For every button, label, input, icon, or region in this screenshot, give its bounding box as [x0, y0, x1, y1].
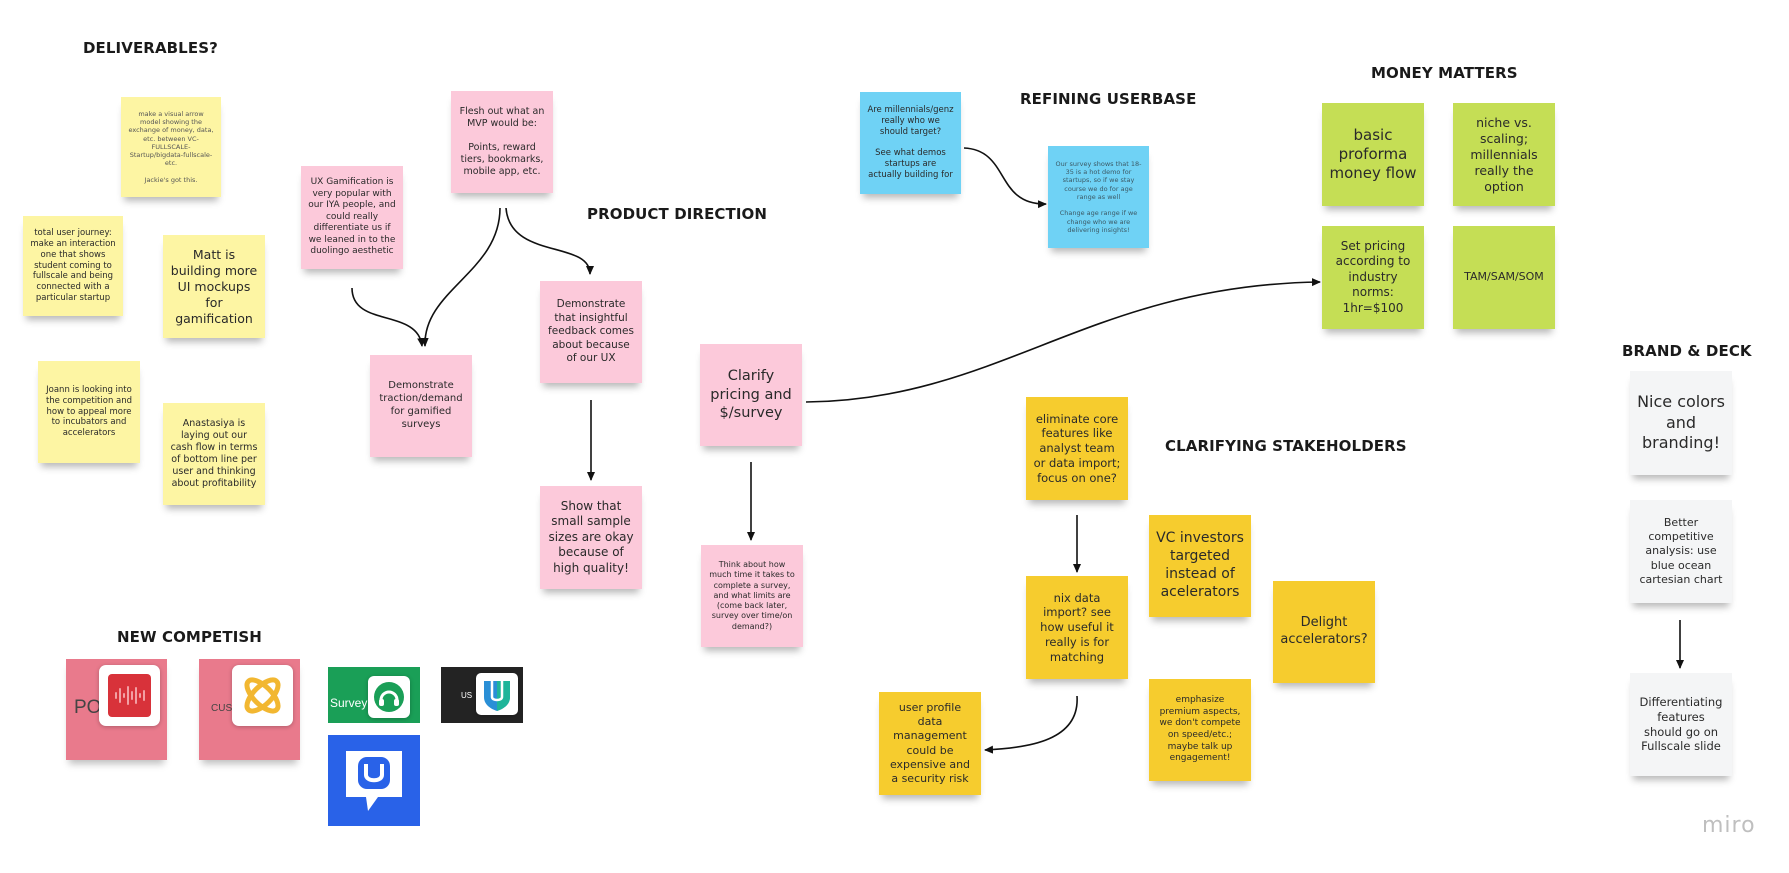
heading-money-matters: MONEY MATTERS	[1371, 64, 1518, 82]
sticky-note-mvp[interactable]: Flesh out what an MVP would be: Points, …	[451, 91, 553, 193]
competitor-card-po[interactable]: PO	[66, 659, 167, 760]
u-chat-logo-icon	[340, 745, 408, 822]
sticky-note-millennials[interactable]: Are millennials/genz really who we shoul…	[860, 92, 961, 194]
sticky-note-vc-investors[interactable]: VC investors targeted instead of acelera…	[1149, 515, 1251, 617]
arrow-nix-to-user-profile	[984, 695, 1078, 754]
arrow-mvp-to-traction	[420, 207, 501, 347]
competitor-label-cus: CUS	[211, 703, 233, 714]
heading-deliverables: DELIVERABLES?	[83, 39, 218, 57]
sticky-note-user-profile[interactable]: user profile data management could be ex…	[879, 692, 981, 795]
sticky-note-eliminate-core[interactable]: eliminate core features like analyst tea…	[1026, 397, 1128, 500]
sticky-note-set-pricing[interactable]: Set pricing according to industry norms:…	[1322, 226, 1424, 329]
sticky-note-proforma[interactable]: basic proforma money flow	[1322, 103, 1424, 206]
miro-watermark: miro	[1702, 813, 1756, 838]
sticky-note-insightful-feedback[interactable]: Demonstrate that insightful feedback com…	[540, 281, 642, 383]
sticky-note-delight-accelerators[interactable]: Delight accelerators?	[1273, 581, 1375, 683]
arrow-millennials-to-demo	[963, 147, 1047, 209]
heading-brand-deck: BRAND & DECK	[1622, 342, 1752, 360]
sticky-note-premium-aspects[interactable]: emphasize premium aspects, we don't comp…	[1149, 679, 1251, 781]
pinwheel-logo-icon	[232, 665, 293, 726]
sticky-note-survey-demo[interactable]: Our survey shows that 18-35 is a hot dem…	[1048, 146, 1149, 248]
sticky-note-competitive-analysis[interactable]: Better competitive analysis: use blue oc…	[1630, 500, 1732, 603]
sticky-note-niche-scaling[interactable]: niche vs. scaling; millennials really th…	[1453, 103, 1555, 206]
sticky-note-ux-gamification[interactable]: UX Gamification is very popular with our…	[301, 166, 403, 269]
sticky-note-clarify-pricing[interactable]: Clarify pricing and $/survey	[700, 344, 802, 446]
competitor-card-us[interactable]: US	[441, 667, 523, 723]
sticky-note-tam[interactable]: TAM/SAM/SOM	[1453, 226, 1555, 329]
competitor-label-po: PO	[74, 697, 102, 718]
heading-new-competish: NEW COMPETISH	[117, 628, 262, 646]
sticky-note-arrow-model[interactable]: make a visual arrow model showing the ex…	[121, 97, 221, 197]
sticky-note-matt-mockups[interactable]: Matt is building more UI mockups for gam…	[163, 235, 265, 338]
competitor-label-us: US	[461, 691, 473, 700]
sticky-note-nix-data[interactable]: nix data import? see how useful it reall…	[1026, 576, 1128, 679]
heading-refining-userbase: REFINING USERBASE	[1020, 90, 1197, 108]
headset-cloud-logo-icon	[368, 676, 410, 718]
competitor-card-survey[interactable]: Survey	[328, 667, 420, 723]
arrow-ux-to-traction	[351, 287, 426, 347]
sticky-note-differentiating[interactable]: Differentiating features should go on Fu…	[1630, 673, 1732, 776]
shield-logo-icon	[476, 673, 518, 715]
sticky-note-joann[interactable]: Joann is looking into the competition an…	[38, 361, 140, 463]
heading-clarifying-stakeholders: CLARIFYING STAKEHOLDERS	[1165, 437, 1407, 455]
sticky-note-small-samples[interactable]: Show that small sample sizes are okay be…	[540, 486, 642, 589]
competitor-card-u-chat[interactable]	[328, 735, 420, 826]
competitor-card-cus[interactable]: CUS	[199, 659, 300, 760]
sticky-note-survey-time[interactable]: Think about how much time it takes to co…	[701, 545, 803, 647]
sticky-note-user-journey[interactable]: total user journey: make an interaction …	[23, 216, 123, 316]
arrow-pricing-to-money	[805, 278, 1321, 403]
heading-product-direction: PRODUCT DIRECTION	[587, 205, 768, 223]
sticky-note-nice-colors[interactable]: Nice colors and branding!	[1630, 371, 1732, 475]
waveform-logo-icon	[99, 665, 160, 726]
arrow-mvp-to-feedback	[505, 207, 594, 275]
sticky-note-anastasiya[interactable]: Anastasiya is laying out our cash flow i…	[163, 403, 265, 505]
competitor-label-survey: Survey	[330, 696, 368, 710]
sticky-note-traction[interactable]: Demonstrate traction/demand for gamified…	[370, 355, 472, 457]
